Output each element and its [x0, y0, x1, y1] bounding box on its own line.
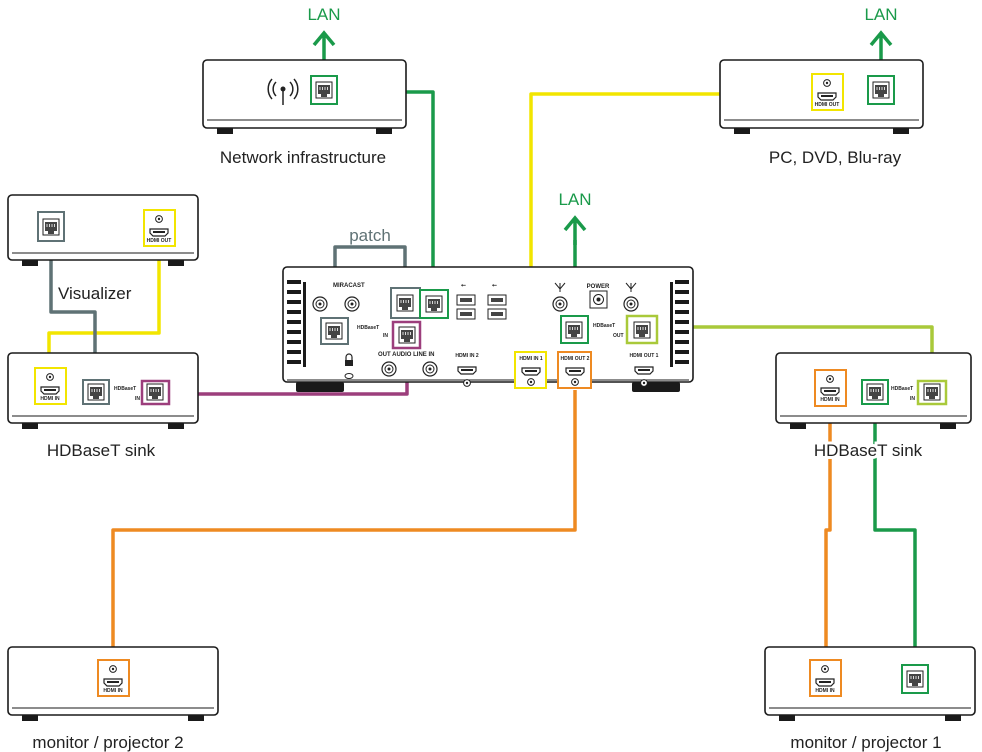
antenna-connector-icon [344, 296, 360, 312]
pc-label: PC, DVD, Blu-ray [769, 148, 902, 167]
patch-label: patch [349, 226, 391, 245]
lan-arrow-hub: LAN [558, 190, 592, 245]
hdmi-port-icon [149, 228, 169, 237]
hdmi-port-icon [634, 366, 654, 375]
hdmi-in-label: HDMI IN [815, 688, 835, 694]
antenna-connector-icon [312, 296, 328, 312]
antenna-icon [554, 282, 637, 292]
hdmi-port-icon [565, 367, 585, 376]
hdmi-in-1-label: HDMI IN 1 [519, 356, 543, 362]
hdmi-out-2-label: HDMI OUT 2 [561, 356, 590, 362]
hdmi-out-1-label: HDMI OUT 1 [630, 353, 659, 359]
hdbaset-sink-left-label: HDBaseT sink [47, 441, 156, 460]
ethernet-port-icon [633, 321, 651, 339]
out-label: OUT [613, 333, 624, 339]
usb-port-icon [456, 294, 476, 306]
ethernet-port-icon [866, 383, 884, 401]
svg-text:⭠: ⭠ [461, 283, 466, 289]
hdbaset-label: HDBaseT [357, 325, 379, 331]
hdbaset-label: HDBaseT [114, 386, 136, 392]
power-label: POWER [587, 284, 610, 290]
ethernet-port-icon [565, 321, 583, 339]
svg-text:⭠: ⭠ [492, 283, 497, 289]
hdmi-port-icon [103, 678, 123, 687]
miracast-label: MIRACAST [333, 283, 365, 289]
hdmi-in-label: HDMI IN [103, 688, 123, 694]
ethernet-port-icon [872, 81, 890, 99]
audio-jack-in-icon [422, 361, 438, 377]
hdmi-out-label: HDMI OUT [147, 238, 172, 244]
hdmi-port-icon [457, 366, 477, 375]
hdbaset-sink-left: HDMI IN HDBaseT IN HDBaseT sink [7, 352, 199, 460]
lock-icon [345, 353, 353, 366]
network-infrastructure-device: Network infrastructure [202, 59, 407, 167]
ethernet-port-icon [325, 322, 343, 340]
lan-label: LAN [307, 5, 340, 24]
usb-port-icon [456, 308, 476, 320]
antenna-connector-icon [552, 296, 568, 312]
cable-hdmi-monitor2 [111, 390, 577, 660]
hdmi-in-label: HDMI IN [820, 397, 840, 403]
antenna-connector-icon [623, 296, 639, 312]
audio-jack-out-icon [381, 361, 397, 377]
monitor-projector-1: HDMI IN monitor / projector 1 [764, 646, 976, 752]
ethernet-port-icon [146, 383, 164, 401]
central-hub-device: MIRACAST HDBaseT IN ⭠ ⭠ OUT AUDIO LINE I… [282, 226, 694, 392]
visualizer-device: HDMI OUT Visualizer [7, 194, 199, 306]
vent-right [670, 280, 689, 367]
cable-lan-monitor1 [873, 393, 917, 665]
usb-icon: ⭠ ⭠ [461, 283, 497, 289]
ethernet-port-icon [398, 326, 416, 344]
in-label: IN [910, 396, 915, 402]
audio-line-label: OUT AUDIO LINE IN [378, 352, 434, 358]
cable-lan-visualizer [49, 240, 97, 385]
hdmi-port-icon [815, 678, 835, 687]
ethernet-port-icon [396, 294, 414, 312]
hdmi-port-icon [40, 386, 60, 395]
in-label: IN [135, 396, 140, 402]
hdmi-port-icon [820, 387, 840, 396]
pc-device: HDMI OUT PC, DVD, Blu-ray [719, 59, 924, 167]
lan-label: LAN [558, 190, 591, 209]
ethernet-port-icon [42, 218, 60, 236]
hdmi-in-2-label: HDMI IN 2 [455, 353, 479, 359]
vent-left [287, 280, 306, 367]
ethernet-port-icon [906, 670, 924, 688]
in-label: IN [383, 333, 388, 339]
hdbaset-sink-right-label: HDBaseT sink [814, 441, 923, 460]
hdbaset-label: HDBaseT [891, 386, 913, 392]
usb-port-icon [487, 308, 507, 320]
cable-hdmi-monitor1 [824, 393, 832, 660]
visualizer-label: Visualizer [58, 284, 132, 303]
hdmi-port-icon [817, 92, 837, 101]
monitor-projector-2-label: monitor / projector 2 [32, 733, 183, 752]
hdmi-port-icon [521, 367, 541, 376]
hdbaset-label: HDBaseT [593, 323, 615, 329]
lan-label: LAN [864, 5, 897, 24]
hdbaset-sink-right: HDMI IN HDBaseT IN HDBaseT sink [775, 352, 972, 463]
wifi-antenna-icon [267, 78, 299, 105]
hdmi-in-label: HDMI IN [40, 396, 60, 402]
ethernet-port-icon [923, 383, 941, 401]
network-infrastructure-label: Network infrastructure [220, 148, 386, 167]
monitor-projector-1-label: monitor / projector 1 [790, 733, 941, 752]
ethernet-port-icon [425, 295, 443, 313]
ethernet-port-icon [87, 383, 105, 401]
monitor-projector-2: HDMI IN monitor / projector 2 [7, 646, 219, 752]
ethernet-port-icon [315, 81, 333, 99]
usb-port-icon [487, 294, 507, 306]
hdmi-out-label: HDMI OUT [815, 102, 840, 108]
